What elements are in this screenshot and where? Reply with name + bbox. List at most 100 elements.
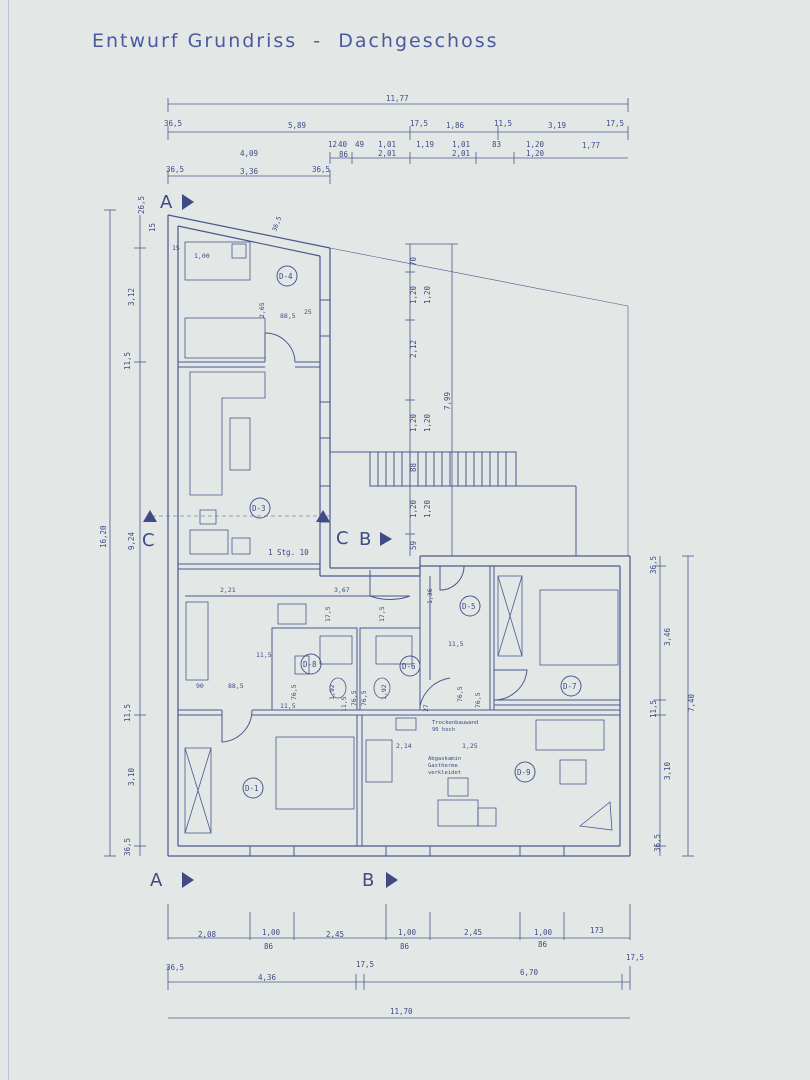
- room-label-d1: D-1: [245, 784, 259, 793]
- dim-top-r2l-0: 86: [339, 150, 349, 159]
- room-labels: D-1 D-3 D-4 D-5 D-6 D-7 D-8 D-9: [242, 265, 582, 799]
- dim-left-0: 26,5: [137, 196, 146, 214]
- dim-top-r1-4: 11,5: [494, 119, 512, 128]
- room-label-d8: D-8: [303, 660, 317, 669]
- dim-stair-9: 1,20: [423, 499, 432, 518]
- dim-top-r3-2: 36,5: [312, 165, 330, 174]
- dim-int-16: 88,5: [228, 682, 244, 690]
- section-mark-b-bottom: B: [362, 870, 374, 891]
- dim-bottom-r2-4: 17,5: [626, 953, 644, 962]
- dim-int-1: 2,65: [258, 302, 266, 318]
- dim-int-25: 76,5: [456, 686, 464, 702]
- dim-left-6: 11,5: [123, 704, 132, 722]
- dim-stair-8: 1,20: [409, 499, 418, 518]
- dim-left-8: 36,5: [123, 838, 132, 856]
- dim-int-15: 90: [196, 682, 204, 690]
- dim-int-6: 2,21: [220, 586, 236, 594]
- dim-int-17: 76,5: [290, 684, 298, 700]
- dim-top-r2u-0: 4,09: [240, 149, 258, 158]
- dim-int-23: 1,25: [462, 742, 478, 750]
- dim-int-24: 27: [422, 704, 430, 712]
- note-dryer-1: Trockenbauwand: [432, 720, 478, 726]
- dim-top-r3-0: 36,5: [166, 165, 184, 174]
- bottom-dimension-texts: 2,08 1,00 2,45 1,00 2,45 1,00 173 86 86 …: [166, 926, 644, 1016]
- dim-int-3: 25: [304, 308, 312, 316]
- dim-top-r2u-2: 40: [338, 140, 348, 149]
- dim-top-r3-1: 3,36: [240, 167, 259, 176]
- dim-top-r1-1: 5,89: [288, 121, 306, 130]
- dim-stair-0: 70: [409, 256, 418, 266]
- dim-top-r1-3: 1,86: [446, 121, 465, 130]
- dim-int-20: 11,5: [280, 702, 296, 710]
- section-markers: [143, 194, 398, 888]
- dim-bottom-r1-6: 173: [590, 926, 604, 935]
- dim-bottom-sub-1: 86: [400, 942, 410, 951]
- dim-bottom-r2-3: 6,70: [520, 968, 539, 977]
- dim-right-5: 7,40: [687, 693, 696, 712]
- room-label-d3: D-3: [252, 504, 266, 513]
- dim-top-r2l-1: 2,01: [378, 149, 396, 158]
- left-dimension-texts: 26,5 15 3,12 11,5 9,24 16,20 11,5 3,10 3…: [99, 196, 157, 856]
- dim-int-9: 17,5: [378, 606, 386, 622]
- dim-int-18: 76,5: [350, 690, 358, 706]
- dim-int-11: 1,92: [328, 684, 336, 700]
- dim-top-r2u-4: 1,01: [378, 140, 396, 149]
- dim-top-r2u-5: 1,19: [416, 140, 434, 149]
- dim-top-r2l-3: 1,20: [526, 149, 545, 158]
- dim-top-r2u-9: 1,77: [582, 141, 600, 150]
- dim-top-r1-2: 17,5: [410, 119, 428, 128]
- dim-stair-2: 1,20: [423, 285, 432, 304]
- dim-stair-6: 1,20: [423, 413, 432, 432]
- dim-top-r2l-2: 2,01: [452, 149, 470, 158]
- dim-stair-7: 88: [409, 462, 418, 472]
- dim-stair-3: 2,12: [409, 340, 418, 358]
- right-dimension-lines: [405, 243, 694, 857]
- dim-int-0: 1,00: [194, 252, 210, 260]
- section-mark-b-top: B: [359, 529, 371, 550]
- room-label-d7: D-7: [563, 682, 577, 691]
- dim-stair-5: 1,20: [409, 413, 418, 432]
- dim-left-5: 16,20: [99, 525, 108, 548]
- dim-bottom-r1-2: 2,45: [326, 930, 344, 939]
- dim-top-r2u-1: 12: [328, 140, 337, 149]
- dim-int-8: 17,5: [324, 606, 332, 622]
- dim-right-0: 36,5: [649, 556, 658, 574]
- note-boiler-1: Abgaskamin: [428, 756, 461, 762]
- note-boiler-3: verkleidet: [428, 770, 461, 776]
- dim-left-2: 3,12: [127, 288, 136, 306]
- dim-top-r1-6: 17,5: [606, 119, 624, 128]
- dim-right-1: 3,46: [663, 627, 672, 646]
- interior-walls: [178, 332, 620, 846]
- note-dryer-2: 90 hoch: [432, 727, 455, 733]
- top-dimension-lines: [167, 98, 629, 184]
- dim-bottom-overall: 11,70: [390, 1007, 413, 1016]
- dim-bottom-r2-2: 17,5: [356, 960, 374, 969]
- dim-int-26: 76,5: [474, 692, 482, 708]
- windows: [249, 299, 565, 857]
- room-label-d5: D-5: [462, 602, 476, 611]
- dim-stair-10: 59: [409, 541, 418, 550]
- dim-top-overall: 11,77: [386, 94, 409, 103]
- dim-int-2: 88,5: [280, 312, 296, 320]
- interior-dimension-texts: 1,00 2,65 88,5 25 36,5 15 2,21 3,67 17,5…: [172, 215, 482, 750]
- right-dimension-texts: 36,5 3,46 11,5 3,10 36,5 7,40: [649, 556, 696, 852]
- dim-int-4: 36,5: [270, 215, 283, 233]
- dim-left-7: 3,10: [127, 767, 136, 786]
- dim-bottom-r2-1: 4,36: [258, 973, 277, 982]
- dim-bottom-sub-2: 86: [538, 940, 548, 949]
- dim-top-r2u-6: 1,01: [452, 140, 470, 149]
- dim-int-13: 11,5: [448, 640, 464, 648]
- room-label-d9: D-9: [517, 768, 531, 777]
- dim-int-21: 11,5: [340, 696, 348, 712]
- dim-stair-1: 1,20: [409, 285, 418, 304]
- dim-right-3: 3,10: [663, 761, 672, 780]
- dim-left-3: 11,5: [123, 352, 132, 370]
- dim-bottom-sub-0: 86: [264, 942, 274, 951]
- dim-left-4: 9,24: [127, 531, 136, 550]
- dim-top-r2u-7: 83: [492, 140, 501, 149]
- room-label-d4: D-4: [279, 272, 293, 281]
- section-mark-a-bottom: A: [150, 870, 163, 891]
- furniture: [184, 241, 619, 834]
- dim-int-7: 3,67: [334, 586, 350, 594]
